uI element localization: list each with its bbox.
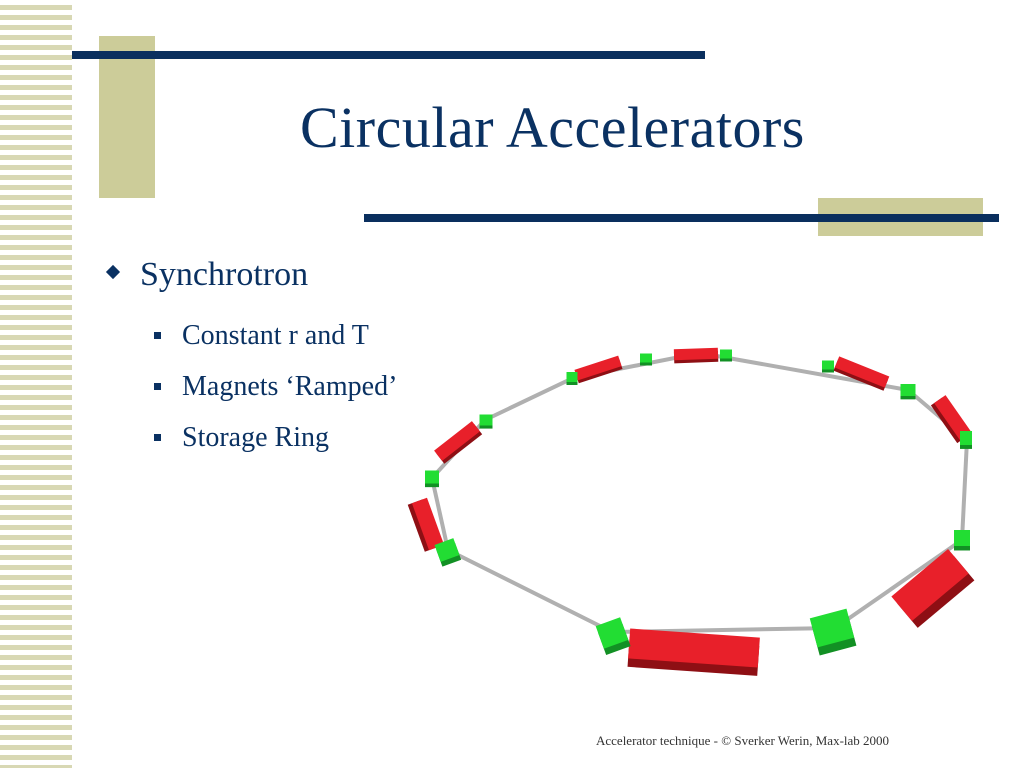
accent-block-top [99, 36, 155, 198]
quadrupole-magnet [900, 384, 916, 400]
sub-bullet-item: Storage Ring [154, 412, 397, 463]
square-bullet-icon [154, 434, 161, 441]
square-bullet-icon [154, 383, 161, 390]
bullet-text: Synchrotron [140, 256, 309, 293]
dipole-magnet [673, 347, 719, 364]
quadrupole-magnet [595, 617, 631, 656]
sub-bullet-list: Constant r and T Magnets ‘Ramped’ Storag… [154, 310, 397, 463]
dipole-magnet [627, 628, 760, 676]
dipole-magnet [930, 395, 972, 444]
quadrupole-magnet [954, 530, 970, 551]
beam-pipe-segment [446, 548, 614, 634]
quadrupole-magnet [720, 349, 732, 362]
slide-title: Circular Accelerators [300, 95, 805, 160]
left-stripe-decoration [0, 0, 72, 768]
beam-pipe [430, 351, 969, 634]
sub-bullet-text: Storage Ring [182, 421, 329, 453]
quadrupole-magnet [822, 360, 834, 373]
quadrupole-magnet [425, 470, 439, 488]
bullet-synchrotron: Synchrotron [102, 256, 308, 294]
beam-pipe-segment [430, 476, 450, 552]
quadrupole-magnet [809, 608, 857, 656]
sub-bullet-item: Magnets ‘Ramped’ [154, 361, 397, 412]
dipole-magnet [574, 355, 623, 384]
dipole-magnet [833, 356, 890, 391]
sub-bullet-item: Constant r and T [154, 310, 397, 361]
divider-line-top [72, 51, 705, 59]
square-bullet-icon [154, 332, 161, 339]
slide-footer: Accelerator technique - © Sverker Werin,… [596, 733, 890, 748]
quadrupole-magnet [960, 431, 972, 449]
quadrupole-magnet [479, 414, 493, 429]
quadrupole-magnet [566, 372, 578, 385]
quadrupole-magnet [640, 353, 652, 366]
dipole-magnet [891, 548, 975, 628]
beam-pipe-segment [960, 438, 969, 542]
dipole-magnet [434, 421, 483, 464]
sub-bullet-text: Constant r and T [182, 319, 369, 351]
beam-pipe-segment [483, 376, 575, 422]
beam-pipe-segment [833, 538, 964, 630]
quadrupole-magnet [434, 538, 462, 567]
dipole-magnet [407, 497, 445, 552]
divider-line-bottom [364, 214, 999, 222]
sub-bullet-text: Magnets ‘Ramped’ [182, 370, 398, 402]
ring-magnets [407, 347, 975, 676]
